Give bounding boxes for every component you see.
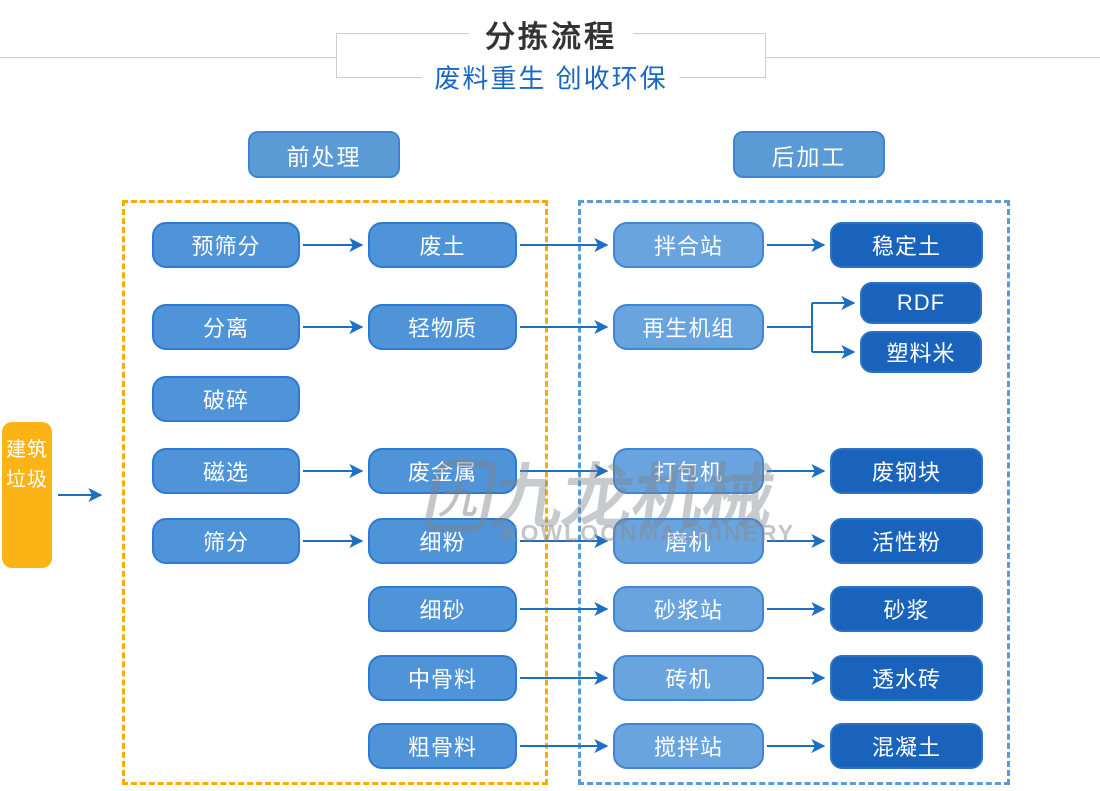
flow-node-huoxingfen: 活性粉 [830, 518, 983, 564]
flow-node-suliaomi: 塑料米 [860, 331, 982, 373]
post-processing-panel [578, 200, 1010, 785]
flow-node-posui: 破碎 [152, 376, 300, 422]
flow-node-cixuan: 磁选 [152, 448, 300, 494]
flow-node-zhonggl: 中骨料 [368, 655, 517, 701]
section-label-post-processing: 后加工 [733, 131, 885, 178]
flow-node-toushuizhuan: 透水砖 [830, 655, 983, 701]
flow-node-xisha: 细砂 [368, 586, 517, 632]
page-title: 分拣流程 [469, 12, 633, 56]
flow-node-jiaobanzhan: 搅拌站 [613, 723, 764, 769]
section-label-pre-processing: 前处理 [248, 131, 400, 178]
flow-node-dabaoji: 打包机 [613, 448, 764, 494]
flow-node-rdf: RDF [860, 282, 982, 324]
flow-node-moji: 磨机 [613, 518, 764, 564]
flow-node-hunningtu: 混凝土 [830, 723, 983, 769]
flow-node-shajiangzhan: 砂浆站 [613, 586, 764, 632]
flow-node-zhuanji: 砖机 [613, 655, 764, 701]
flow-node-feijinshu: 废金属 [368, 448, 517, 494]
flow-node-feitu: 废土 [368, 222, 517, 268]
flow-node-banhezhan: 拌合站 [613, 222, 764, 268]
flow-node-feigangkuai: 废钢块 [830, 448, 983, 494]
flow-node-shaifen: 筛分 [152, 518, 300, 564]
page-subtitle: 废料重生 创收环保 [422, 58, 680, 96]
flow-node-xifen: 细粉 [368, 518, 517, 564]
flow-node-zaisheng: 再生机组 [613, 304, 764, 350]
source-node-construction-waste: 建筑垃圾 [2, 422, 52, 568]
arrow-layer [58, 238, 856, 753]
flow-node-fenli: 分离 [152, 304, 300, 350]
flow-node-qingwuzhi: 轻物质 [368, 304, 517, 350]
flow-node-shajiang: 砂浆 [830, 586, 983, 632]
flow-node-wendingtu: 稳定土 [830, 222, 983, 268]
pre-processing-panel [122, 200, 548, 785]
flow-node-cugl: 粗骨料 [368, 723, 517, 769]
flow-node-yushaifen: 预筛分 [152, 222, 300, 268]
title-frame: 分拣流程 废料重生 创收环保 [336, 12, 766, 96]
